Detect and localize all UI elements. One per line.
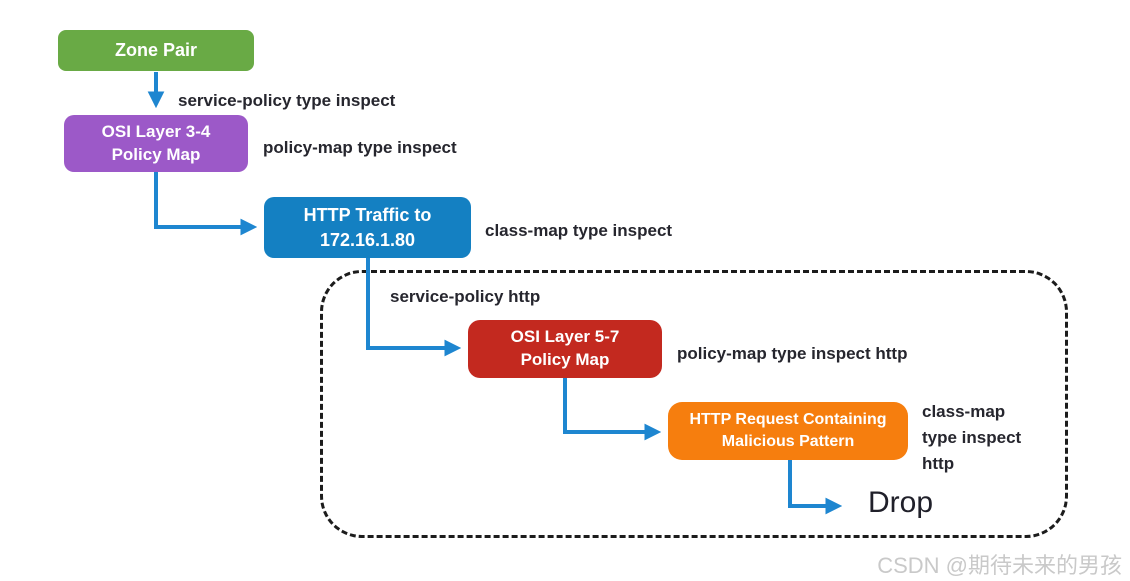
annotation-policy-map-type-inspect-http: policy-map type inspect http xyxy=(677,344,908,363)
node-zone-pair: Zone Pair xyxy=(58,30,254,71)
annotation-class-map-type-inspect-http: class-map type inspect http xyxy=(922,402,1022,473)
annotation-service-policy-type-inspect: service-policy type inspect xyxy=(178,91,396,110)
node-http-request-malicious-pattern: HTTP Request Containing Malicious Patter… xyxy=(668,402,908,460)
node-http-traffic-to-172-16-1-80: HTTP Traffic to 172.16.1.80 xyxy=(264,197,471,258)
connector-l34-to-httptraffic xyxy=(154,172,258,236)
node-osi-layer-5-7-policy-map: OSI Layer 5-7 Policy Map xyxy=(468,320,662,378)
watermark: CSDN @期待未来的男孩 xyxy=(877,553,1122,578)
node-osi-layer-3-4-policy-map: OSI Layer 3-4 Policy Map xyxy=(64,115,248,172)
drop-action-label: Drop xyxy=(868,486,934,519)
annotation-service-policy-http: service-policy http xyxy=(390,287,541,306)
annotation-class-map-type-inspect: class-map type inspect xyxy=(485,221,673,240)
annotation-policy-map-type-inspect: policy-map type inspect xyxy=(263,138,457,157)
http-inspect-scope-dashed-box xyxy=(320,270,1068,538)
